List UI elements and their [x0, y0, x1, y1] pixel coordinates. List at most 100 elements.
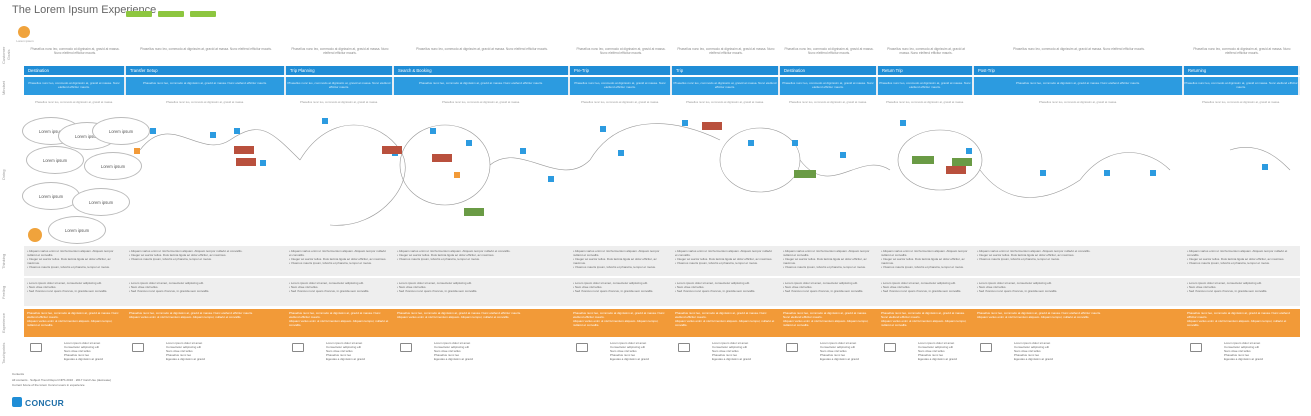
touchpoint-item: Consectetur adipiscing elit [712, 345, 748, 349]
brand-name: CONCUR [25, 398, 65, 408]
touchpoint-item: Lorem ipsum dolor sit amet [166, 341, 203, 345]
experience-text: Phasellus nunc leo, commodo at dignissim… [397, 311, 522, 319]
mindset-note: Phasellus nunc leo, commodo at dignissim… [685, 100, 765, 104]
device-icon [400, 343, 412, 352]
thinking-text: • Aliquam varius enim ut nisl fermentum … [675, 249, 773, 265]
touchpoint-item: Nam vitae nisl tellus [610, 349, 637, 353]
touchpoint-item: Phasellus nunc leo [712, 353, 738, 357]
customer-goal: Phasellus nunc leo, commodo at dignissim… [677, 47, 775, 56]
device-icon [576, 343, 588, 352]
feeling-text: • Lorem ipsum dolor sit amet, consectetu… [397, 281, 478, 293]
legend-title: Contents [12, 372, 25, 376]
touchpoint-item: Lorem ipsum dolor sit amet [820, 341, 857, 345]
touchpoint-item: Nam vitae nisl tellus [166, 349, 193, 353]
mindset-box: Phasellus nunc leo, commodo at dignissim… [974, 77, 1182, 95]
thought-cloud: Lorem ipsum [72, 188, 130, 216]
feeling-band [24, 278, 1300, 306]
mindset-box: Phasellus nunc leo, commodo at dignissim… [126, 77, 284, 95]
touchpoint-item: Egestas a dignissim at gravid [610, 357, 650, 361]
mindset-note: Phasellus nunc leo, commodo at dignissim… [788, 100, 868, 104]
experience-text: Phasellus nunc leo, commodo at dignissim… [783, 311, 869, 327]
stage-3: Trip Planning [286, 66, 392, 75]
customer-goal: Phasellus nunc leo, commodo at dignissim… [887, 47, 965, 56]
persona-icon [28, 228, 42, 242]
touchpoint-item: Egestas a dignissim at gravid [918, 357, 958, 361]
feeling-text: • Lorem ipsum dolor sit amet, consectetu… [289, 281, 370, 293]
mindset-note: Phasellus nunc leo, commodo at dignissim… [1038, 100, 1118, 104]
thinking-text: • Aliquam varius enim ut nisl fermentum … [397, 249, 511, 261]
customer-goal: Phasellus nunc leo, commodo at dignissim… [291, 47, 389, 56]
touchpoint-item: Consectetur adipiscing elit [1224, 345, 1260, 349]
touchpoint-item: Phasellus nunc leo [1014, 353, 1040, 357]
experience-text: Phasellus nunc leo, commodo at dignissim… [675, 311, 775, 327]
touchpoint-item: Egestas a dignissim at gravid [64, 357, 104, 361]
feeling-text: • Lorem ipsum dolor sit amet, consectetu… [129, 281, 210, 293]
thought-cloud: Lorem ipsum [92, 117, 150, 145]
mindset-box: Phasellus nunc leo, commodo at dignissim… [1184, 77, 1298, 95]
persona-caption: Lorem ipsum [16, 39, 34, 43]
mindset-note: Phasellus nunc leo, commodo at dignissim… [34, 100, 114, 104]
mindset-note: Phasellus nunc leo, commodo at dignissim… [165, 100, 245, 104]
touchpoint-item: Egestas a dignissim at gravid [820, 357, 860, 361]
touchpoint-item: Nam vitae nisl tellus [820, 349, 847, 353]
touchpoint-item: Consectetur adipiscing elit [1014, 345, 1050, 349]
experience-text: Phasellus nunc leo, commodo at dignissim… [1187, 311, 1290, 327]
touchpoint-item: Consectetur adipiscing elit [64, 345, 100, 349]
legend-note: Current future of the lorem Concur users… [12, 383, 85, 387]
device-icon [1190, 343, 1202, 352]
persona-avatar [18, 26, 30, 38]
feeling-text: • Lorem ipsum dolor sit amet, consectetu… [881, 281, 962, 293]
feeling-text: • Lorem ipsum dolor sit amet, consectetu… [27, 281, 108, 293]
thinking-text: • Aliquam varius enim ut nisl fermentum … [27, 249, 114, 269]
touchpoint-item: Consectetur adipiscing elit [610, 345, 646, 349]
legend-line: All contents · Subject Trend Report NPS … [12, 378, 112, 382]
customer-goal: Phasellus nunc leo, commodo at dignissim… [1013, 47, 1145, 51]
mindset-note: Phasellus nunc leo, commodo at dignissim… [885, 100, 965, 104]
mindset-box: Phasellus nunc leo, commodo at dignissim… [780, 77, 876, 95]
touchpoint-item: Egestas a dignissim at gravid [1014, 357, 1054, 361]
thought-cloud: Lorem ipsum [48, 216, 106, 244]
touchpoint-item: Nam vitae nisl tellus [918, 349, 945, 353]
feeling-text: • Lorem ipsum dolor sit amet, consectetu… [977, 281, 1058, 293]
status-chip [190, 11, 216, 17]
thought-cloud: Lorem ipsum [26, 146, 84, 174]
touchpoint-item: Nam vitae nisl tellus [712, 349, 739, 353]
touchpoint-item: Lorem ipsum dolor sit amet [610, 341, 647, 345]
touchpoint-item: Phasellus nunc leo [434, 353, 460, 357]
mindset-box: Phasellus nunc leo, commodo at dignissim… [672, 77, 778, 95]
mindset-box: Phasellus nunc leo, commodo at dignissim… [394, 77, 568, 95]
device-icon [678, 343, 690, 352]
stage-2: Transfer Setup [126, 66, 284, 75]
touchpoint-item: Lorem ipsum dolor sit amet [918, 341, 955, 345]
touchpoint-item: Phasellus nunc leo [918, 353, 944, 357]
customer-goal: Phasellus nunc leo, commodo at dignissim… [1193, 47, 1291, 56]
feeling-text: • Lorem ipsum dolor sit amet, consectetu… [675, 281, 756, 293]
feeling-text: • Lorem ipsum dolor sit amet, consectetu… [783, 281, 864, 293]
touchpoint-item: Nam vitae nisl tellus [1014, 349, 1041, 353]
device-icon [786, 343, 798, 352]
touchpoint-item: Egestas a dignissim at gravid [1224, 357, 1264, 361]
stage-10: Returning [1184, 66, 1298, 75]
device-icon [980, 343, 992, 352]
mindset-box: Phasellus nunc leo, commodo at dignissim… [286, 77, 392, 95]
device-icon [30, 343, 42, 352]
touchpoint-item: Egestas a dignissim at gravid [326, 357, 366, 361]
touchpoint-item: Consectetur adipiscing elit [166, 345, 202, 349]
touchpoint-item: Phasellus nunc leo [610, 353, 636, 357]
experience-text: Phasellus nunc leo, commodo at dignissim… [881, 311, 967, 327]
touchpoint-item: Egestas a dignissim at gravid [166, 357, 206, 361]
touchpoint-item: Lorem ipsum dolor sit amet [434, 341, 471, 345]
stage-7: Destination [780, 66, 876, 75]
mindset-note: Phasellus nunc leo, commodo at dignissim… [299, 100, 379, 104]
touchpoint-item: Consectetur adipiscing elit [820, 345, 856, 349]
thinking-text: • Aliquam varius enim ut nisl fermentum … [289, 249, 387, 265]
device-icon [132, 343, 144, 352]
thinking-band [24, 246, 1300, 276]
status-chip [126, 11, 152, 17]
